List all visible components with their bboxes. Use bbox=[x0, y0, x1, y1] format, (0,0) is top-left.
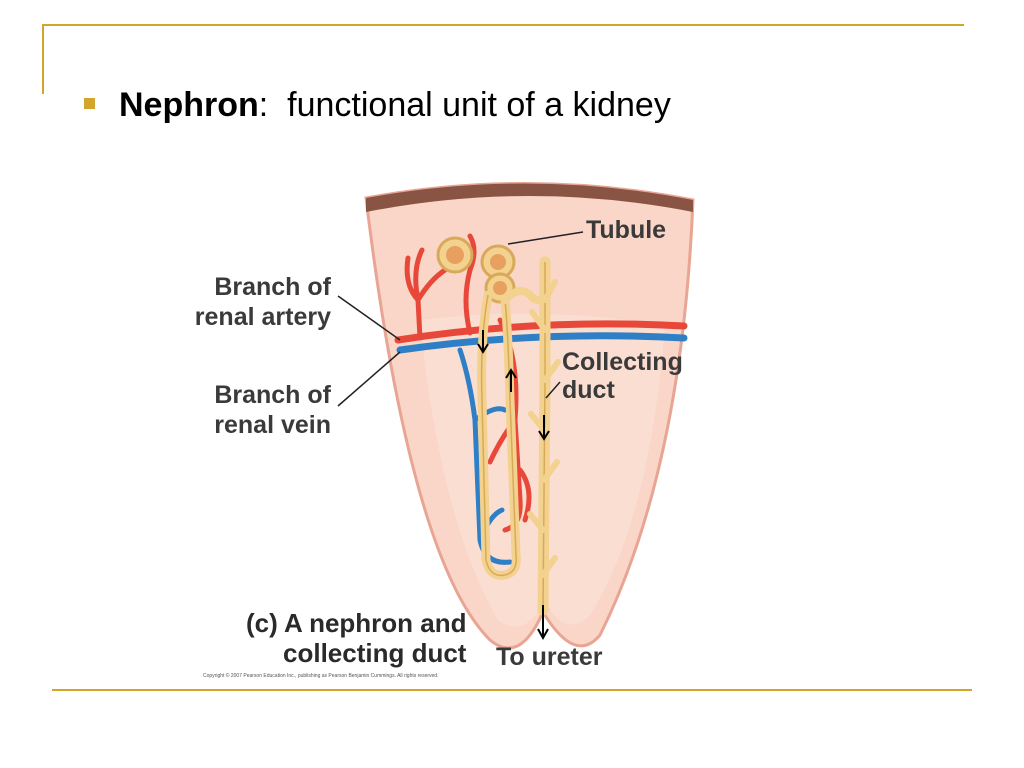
flow-arrow-down-1 bbox=[477, 330, 489, 354]
frame-top-rule bbox=[42, 24, 964, 26]
cortex-arteriole bbox=[404, 247, 448, 341]
frame-left-rule bbox=[42, 24, 44, 94]
leader-vein bbox=[337, 351, 401, 407]
term-separator: : bbox=[258, 86, 269, 124]
label-artery-line2: renal artery bbox=[195, 303, 331, 331]
leader-artery bbox=[337, 295, 401, 341]
afferent-arteriole bbox=[463, 233, 477, 336]
label-to-ureter: To ureter bbox=[496, 643, 603, 671]
flow-arrow-down-2 bbox=[538, 415, 550, 441]
figure-caption-line1: (c) A nephron and bbox=[246, 608, 467, 638]
label-vein-line1: Branch of bbox=[214, 381, 331, 409]
leader-tubule bbox=[507, 231, 584, 245]
label-vein-line2: renal vein bbox=[214, 411, 331, 439]
term-nephron: Nephron bbox=[119, 86, 259, 124]
bullet-point: Nephron: functional unit of a kidney bbox=[84, 86, 671, 125]
label-tubule: Tubule bbox=[586, 216, 666, 244]
figure-caption-line2: collecting duct bbox=[283, 638, 467, 668]
label-collecting-line1: Collecting bbox=[562, 348, 683, 376]
leader-collecting bbox=[545, 381, 561, 399]
term-definition: functional unit of a kidney bbox=[287, 86, 671, 124]
collecting-duct-branches bbox=[527, 279, 561, 578]
ureter-arrow bbox=[537, 605, 549, 641]
label-artery-line1: Branch of bbox=[214, 273, 331, 301]
kidney-capsule bbox=[366, 183, 693, 212]
frame-bottom-rule bbox=[52, 689, 972, 691]
copyright-notice: Copyright © 2007 Pearson Education Inc.,… bbox=[203, 672, 438, 679]
label-collecting-line2: duct bbox=[562, 376, 615, 404]
bullet-square-icon bbox=[84, 97, 95, 109]
flow-arrow-up bbox=[505, 368, 517, 392]
